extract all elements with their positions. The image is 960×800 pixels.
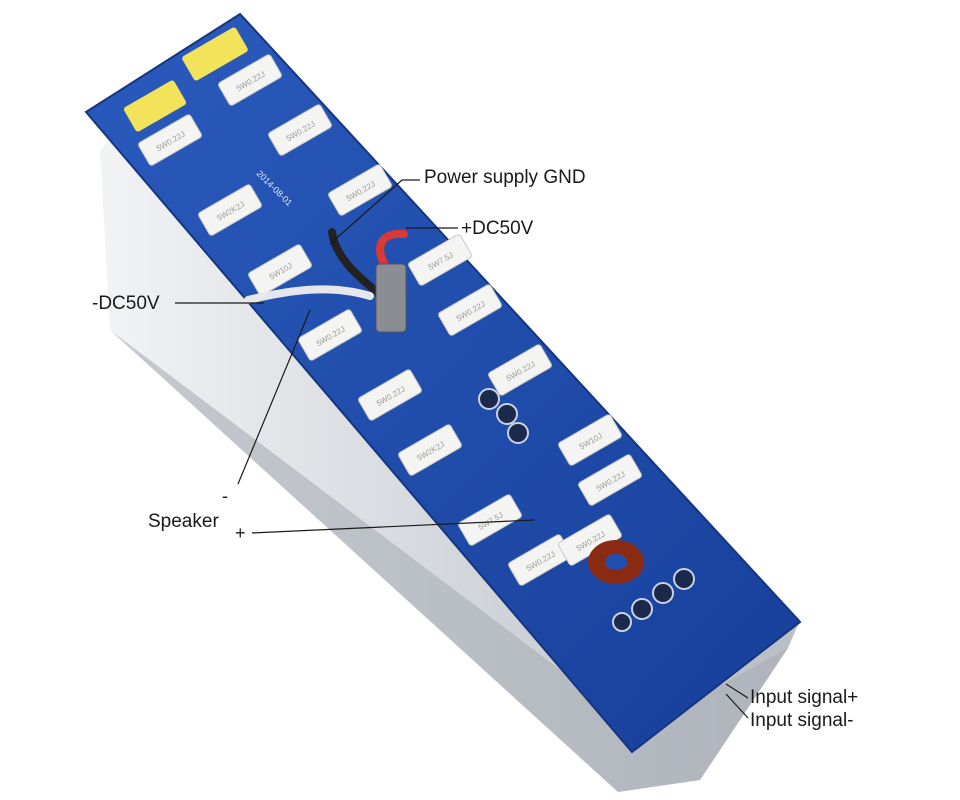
power-resistor: 5W0.22J <box>578 454 642 506</box>
power-resistor: 5W0.22J <box>328 164 392 216</box>
power-resistor: 5W10J <box>558 414 622 466</box>
callout-lines <box>175 179 749 719</box>
heatsink-shadow <box>110 330 788 792</box>
power-resistor: 5W0.22J <box>218 54 282 106</box>
power-resistor: 5W0.22J <box>138 114 202 166</box>
label-power-supply-gnd: Power supply GND <box>424 167 586 188</box>
power-resistor: 5W2K2J <box>198 184 262 236</box>
label-input-signal-positive: Input signal+ <box>750 687 859 708</box>
power-resistor: 5W0.22J <box>438 284 502 336</box>
label-speaker: Speaker <box>148 511 219 532</box>
power-resistor: 5W2K2J <box>398 424 462 476</box>
label-negative-dc: -DC50V <box>92 293 160 314</box>
label-positive-dc: +DC50V <box>461 218 534 239</box>
power-resistor: 5W0.22J <box>488 344 552 396</box>
label-speaker-minus: - <box>222 486 228 506</box>
power-resistor: 5W0.22J <box>358 369 422 421</box>
yellow-capacitors <box>123 27 248 132</box>
label-input-signal-negative: Input signal- <box>750 710 854 731</box>
power-resistor: 5W10J <box>248 244 312 296</box>
electrolytic-capacitors <box>478 388 695 632</box>
power-resistor: 5W7.5J <box>408 234 472 286</box>
power-resistor: 5W7.5J <box>458 494 522 546</box>
label-speaker-plus: + <box>235 523 246 543</box>
power-resistor: 5W0.22J <box>298 309 362 361</box>
toroid-inductor <box>588 540 644 584</box>
power-resistor: 5W0.22J <box>268 104 332 156</box>
